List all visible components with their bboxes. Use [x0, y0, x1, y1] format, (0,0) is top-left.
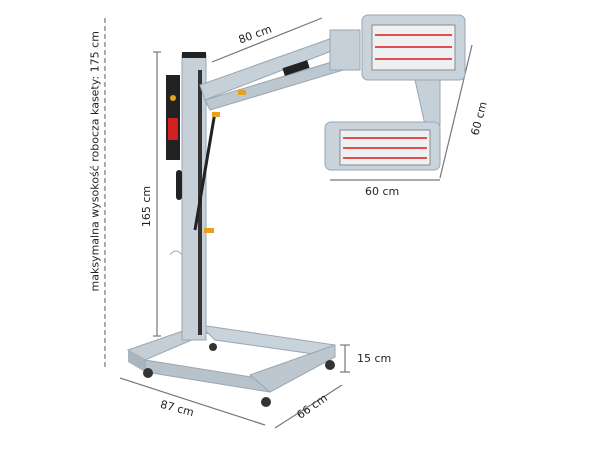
arm-length-line [211, 17, 323, 63]
heater-lower [324, 121, 441, 171]
gas-spring [193, 111, 217, 231]
caster-wheel [261, 397, 271, 407]
logo [168, 118, 178, 140]
clearance-label: 15 cm [357, 352, 392, 365]
base [126, 324, 336, 407]
base-width-line [274, 384, 343, 429]
arm-handle [282, 60, 310, 76]
control-panel [166, 75, 180, 160]
max-height-label: maksymalna wysokość robocza kasety: 175 … [88, 31, 102, 292]
caster-wheel [325, 360, 335, 370]
cassette-width-label: 60 cm [365, 185, 400, 198]
cassette-span-line [439, 44, 473, 179]
caster-wheel [143, 368, 153, 378]
arm [193, 29, 361, 233]
dimension-lines [104, 17, 473, 429]
heater-upper [361, 14, 466, 81]
column-height-label: 165 cm [140, 185, 154, 228]
base-length-line [119, 377, 266, 426]
caster-wheel [209, 343, 217, 351]
power-switch-icon [170, 95, 176, 101]
